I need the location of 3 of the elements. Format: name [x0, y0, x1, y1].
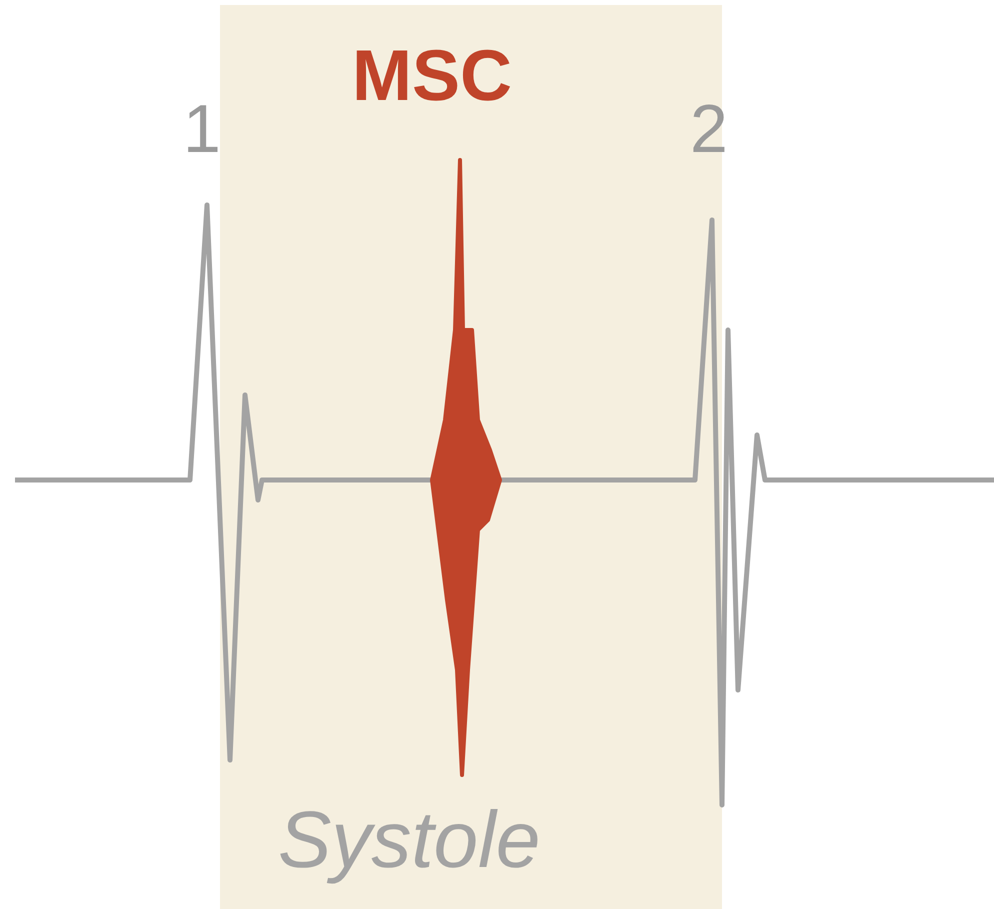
- murmur-label: MSC: [352, 40, 512, 112]
- heart-sound-number: 1: [183, 95, 221, 163]
- heart-sound-number: 2: [690, 95, 728, 163]
